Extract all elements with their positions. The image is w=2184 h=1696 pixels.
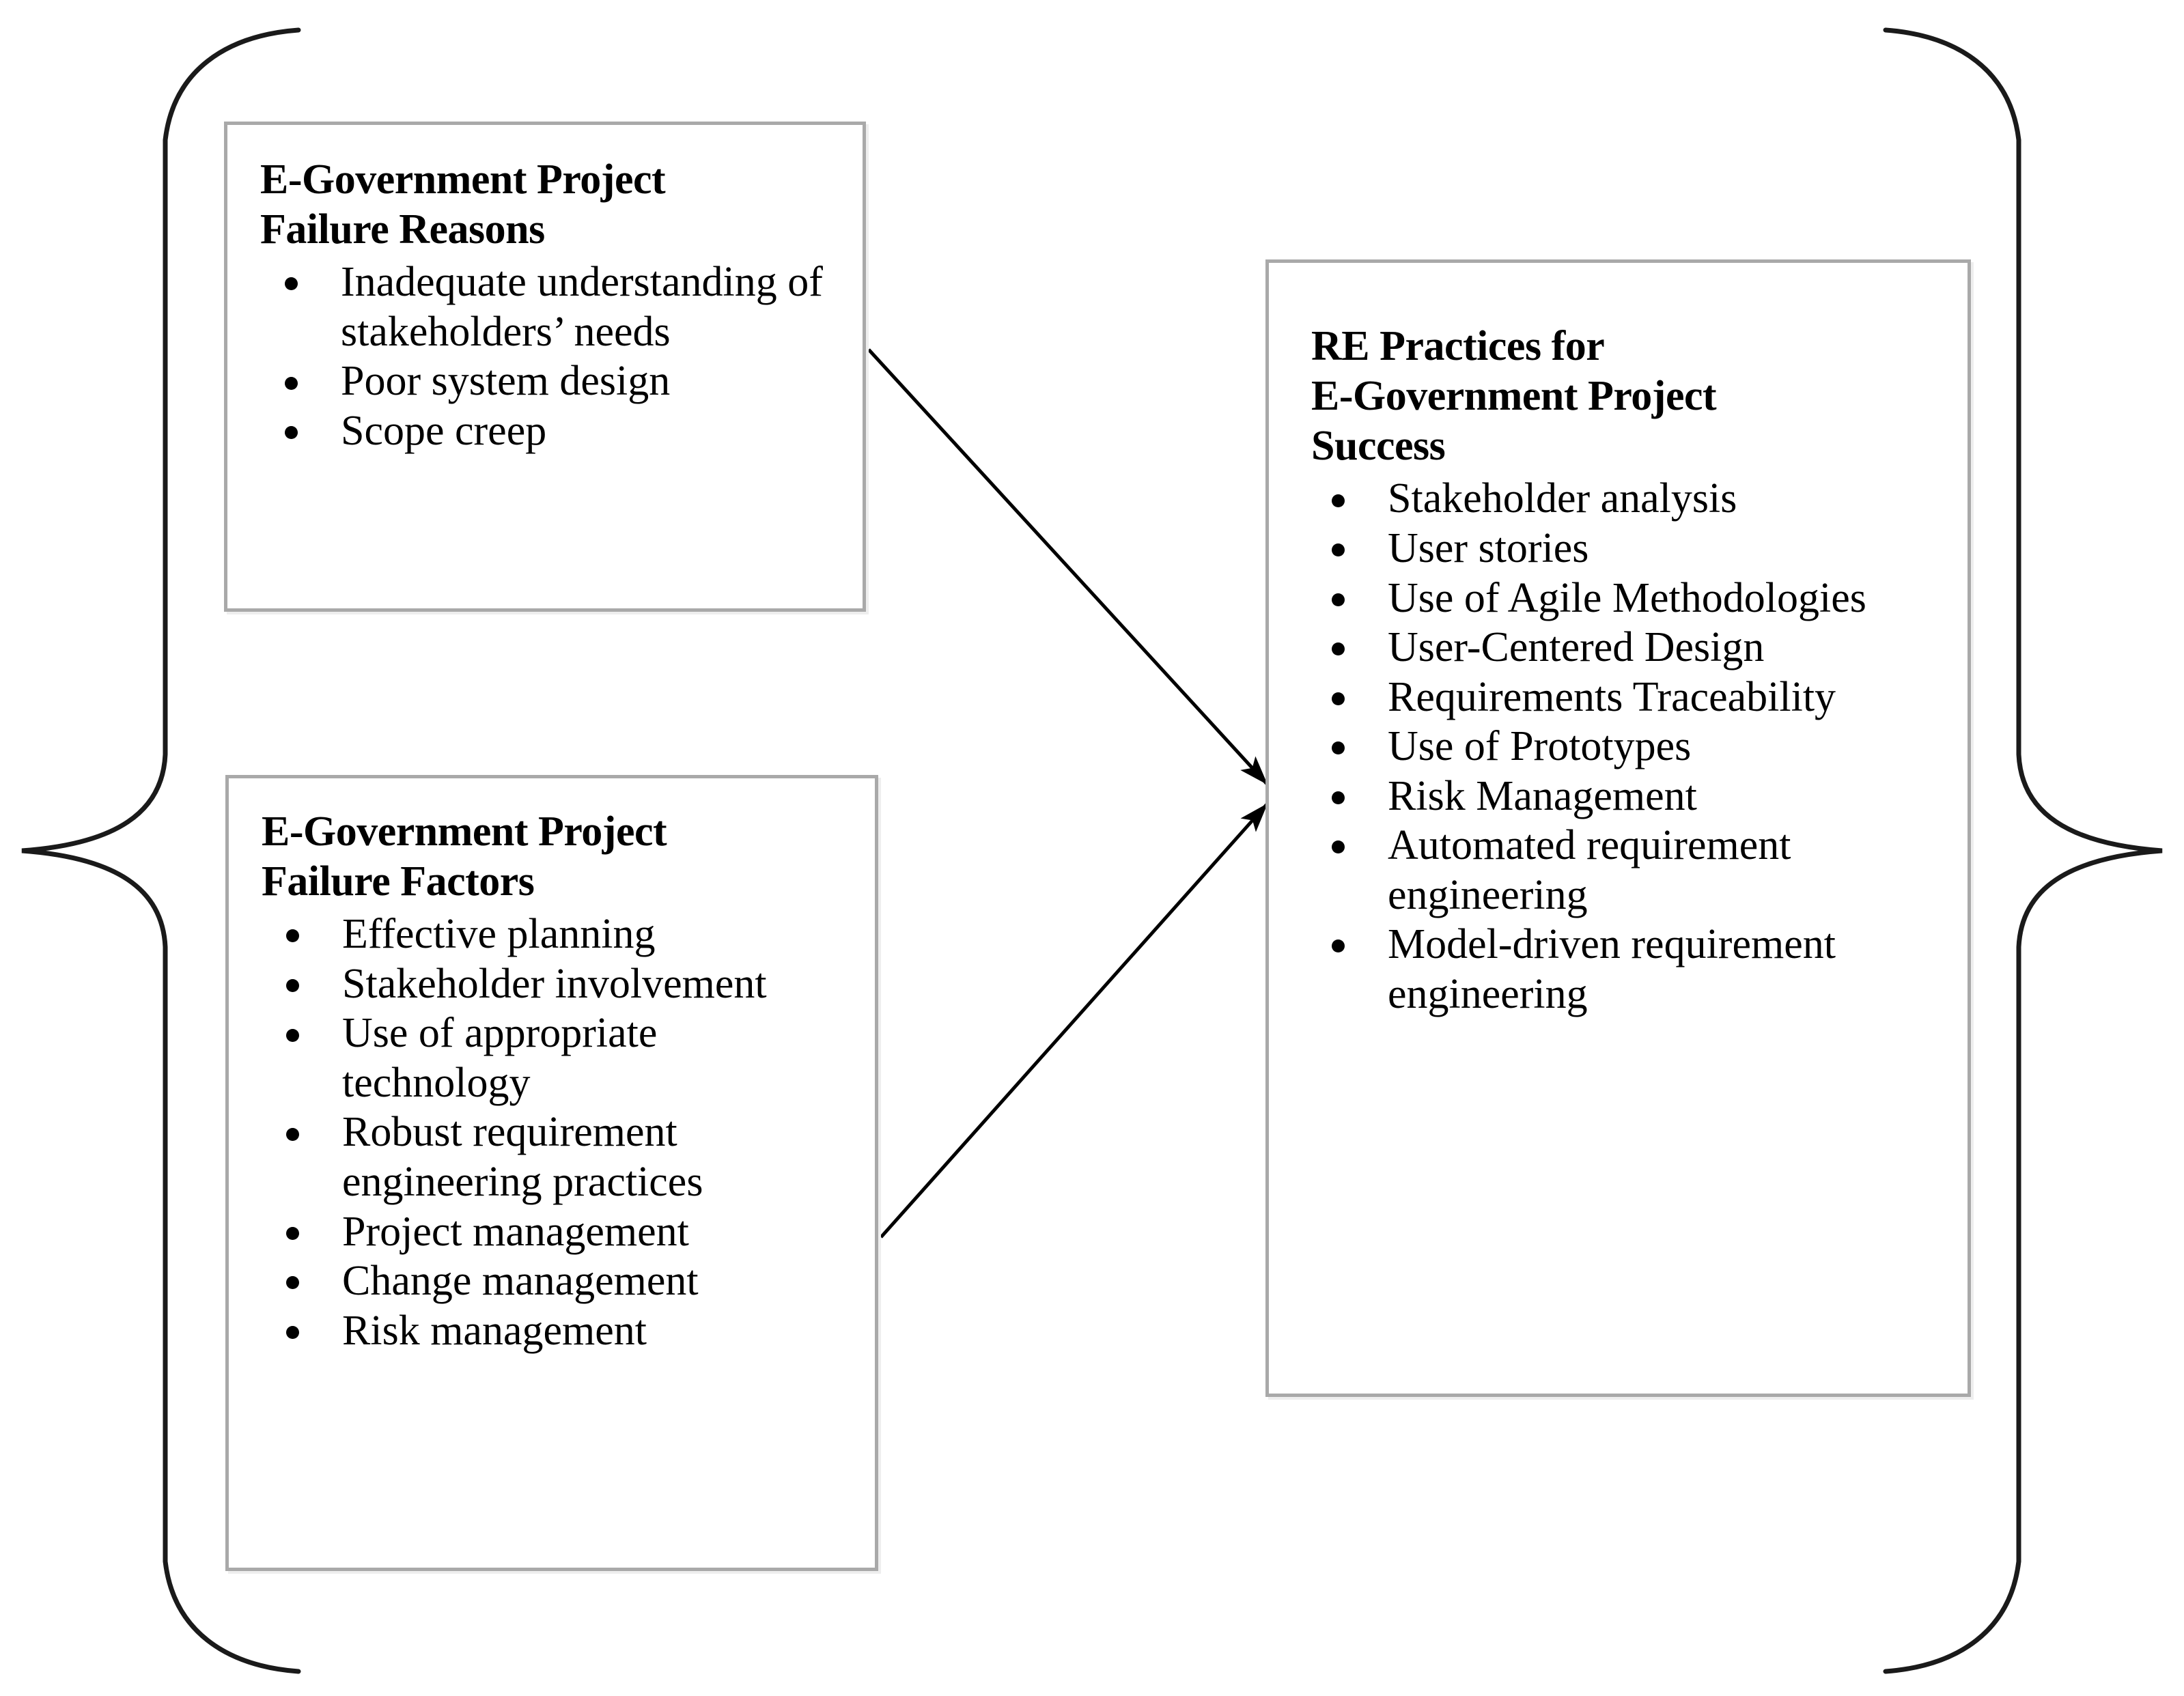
list-item: Risk management: [262, 1306, 854, 1356]
bullet-dot-icon: [286, 1028, 299, 1042]
list-item: Use of Agile Methodologies: [1311, 574, 1947, 623]
list-item-label: Automated requirement engineering: [1388, 822, 1791, 918]
bullet-dot-icon: [1332, 543, 1345, 557]
bullet-dot-icon: [286, 1325, 299, 1339]
bullet-dot-icon: [1332, 840, 1345, 854]
list-item-label: Robust requirement engineering practices: [342, 1109, 703, 1205]
bullet-dot-icon: [1332, 741, 1345, 755]
bullet-dot-icon: [1332, 593, 1345, 606]
list-item: Effective planning: [262, 909, 854, 959]
panel-failure-factors-list: Effective planning Stakeholder involveme…: [262, 909, 854, 1355]
list-item-label: Use of Agile Methodologies: [1388, 574, 1866, 621]
arrow-reasons-to-practices: [867, 348, 1268, 785]
arrow-factors-to-practices: [880, 803, 1268, 1239]
list-item-label: Project management: [342, 1208, 689, 1255]
panel-failure-factors: E-Government Project Failure Factors Eff…: [225, 775, 878, 1571]
list-item-label: Risk management: [342, 1307, 647, 1354]
list-item: Robust requirement engineering practices: [262, 1107, 854, 1206]
list-item: Use of Prototypes: [1311, 722, 1947, 772]
list-item: User stories: [1311, 524, 1947, 574]
bullet-dot-icon: [286, 929, 299, 943]
list-item-label: Poor system design: [341, 358, 671, 405]
list-item-label: User stories: [1388, 525, 1589, 571]
bullet-dot-icon: [286, 1226, 299, 1240]
list-item-label: Stakeholder analysis: [1388, 475, 1737, 522]
panel-re-practices-title: RE Practices for E-Government Project Su…: [1311, 323, 1717, 470]
bullet-dot-icon: [286, 1276, 299, 1290]
list-item: Automated requirement engineering: [1311, 821, 1947, 920]
bullet-dot-icon: [286, 1127, 299, 1141]
panel-re-practices: RE Practices for E-Government Project Su…: [1265, 259, 1971, 1397]
panel-failure-factors-title: E-Government Project Failure Factors: [262, 808, 667, 905]
list-item-label: Inadequate understanding of stakeholders…: [341, 259, 823, 355]
list-item-label: Effective planning: [342, 911, 656, 958]
list-item: Requirements Traceability: [1311, 673, 1947, 722]
list-item: Change management: [262, 1256, 854, 1306]
bullet-dot-icon: [1332, 692, 1345, 705]
list-item: Model-driven requirement engineering: [1311, 920, 1947, 1019]
list-item-label: Model-driven requirement engineering: [1388, 921, 1836, 1017]
list-item-label: Scope creep: [341, 407, 547, 454]
list-item-label: Risk Management: [1388, 772, 1697, 819]
panel-re-practices-list: Stakeholder analysis User stories Use of…: [1311, 474, 1947, 1019]
bullet-dot-icon: [285, 426, 298, 440]
list-item: User-Centered Design: [1311, 623, 1947, 673]
list-item-label: User-Centered Design: [1388, 624, 1765, 671]
list-item-label: Use of Prototypes: [1388, 723, 1692, 770]
list-item: Risk Management: [1311, 772, 1947, 821]
list-item: Poor system design: [260, 356, 842, 406]
list-item-label: Stakeholder involvement: [342, 960, 767, 1007]
bullet-dot-icon: [1332, 494, 1345, 507]
panel-failure-reasons: E-Government Project Failure Reasons Ina…: [224, 122, 866, 612]
list-item: Inadequate understanding of stakeholders…: [260, 257, 842, 356]
bullet-dot-icon: [1332, 642, 1345, 656]
list-item: Scope creep: [260, 406, 842, 456]
bullet-dot-icon: [1332, 791, 1345, 804]
list-item: Use of appropriate technology: [262, 1008, 854, 1107]
bullet-dot-icon: [285, 277, 298, 291]
bullet-dot-icon: [286, 978, 299, 992]
panel-failure-reasons-title: E-Government Project Failure Reasons: [260, 156, 666, 253]
bullet-dot-icon: [285, 376, 298, 390]
panel-failure-reasons-list: Inadequate understanding of stakeholders…: [260, 257, 842, 455]
list-item: Project management: [262, 1207, 854, 1257]
list-item: Stakeholder analysis: [1311, 474, 1947, 524]
list-item-label: Requirements Traceability: [1388, 673, 1836, 720]
bullet-dot-icon: [1332, 939, 1345, 953]
list-item: Stakeholder involvement: [262, 959, 854, 1009]
list-item-label: Change management: [342, 1258, 699, 1305]
list-item-label: Use of appropriate technology: [342, 1010, 658, 1106]
